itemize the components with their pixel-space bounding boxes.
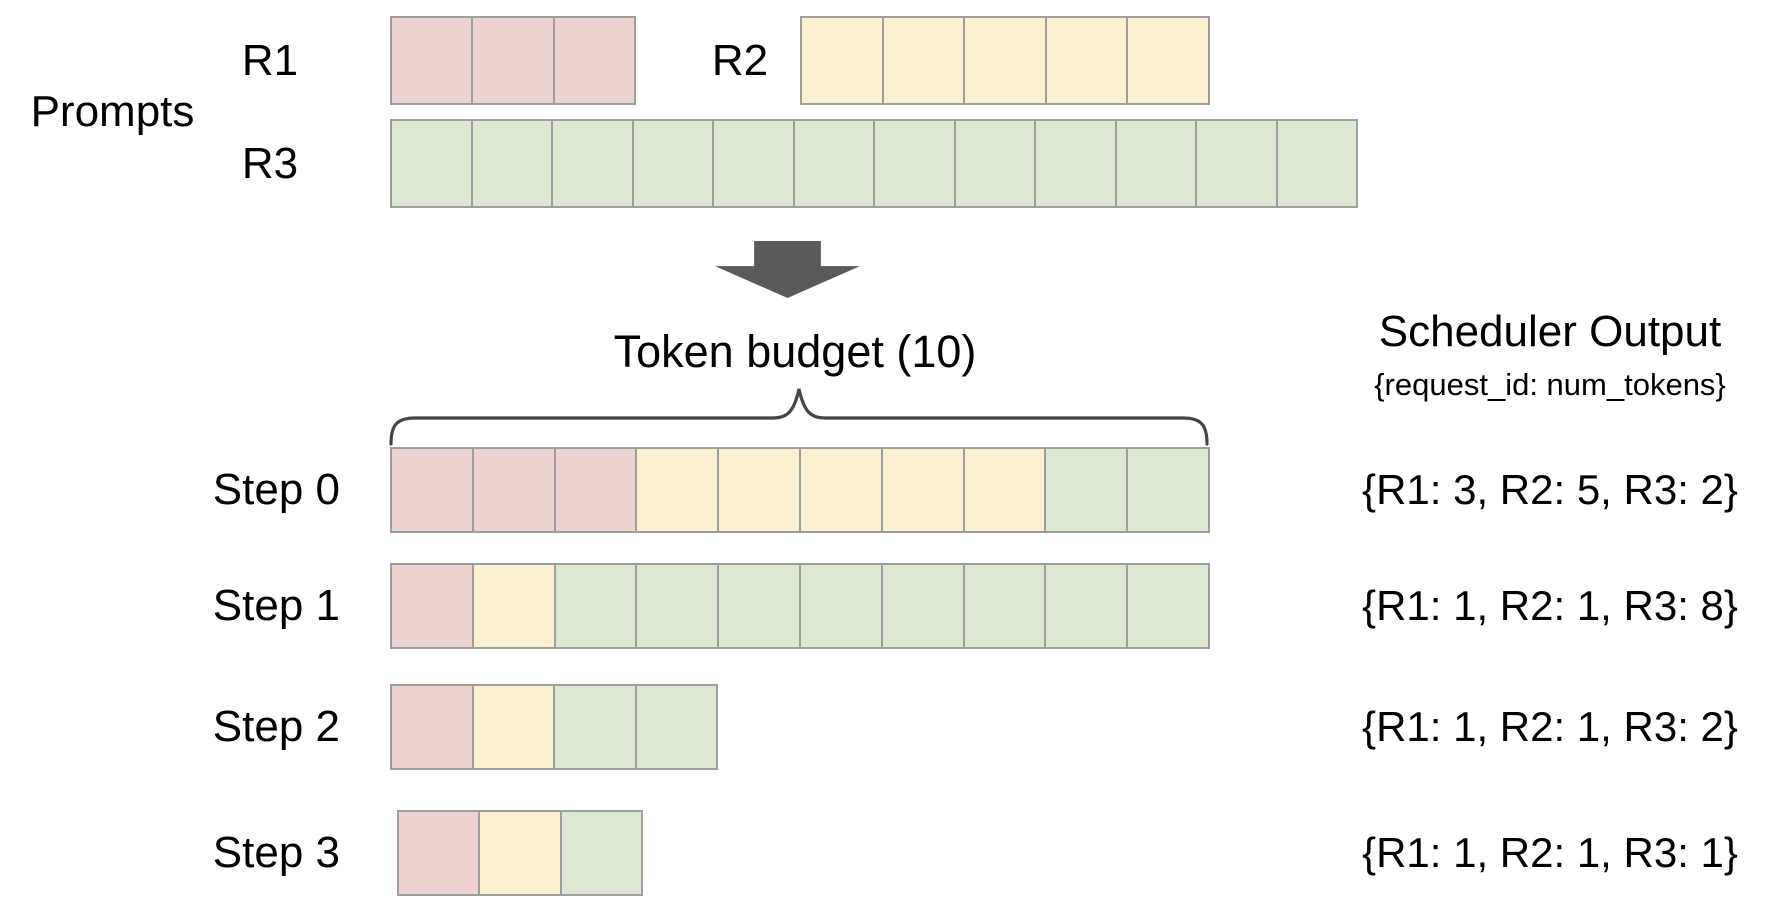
- prompt-label-r2: R2: [711, 35, 769, 85]
- step-3-token-cell-r2: [480, 812, 562, 894]
- step-0-token-cell-r1: [392, 449, 474, 531]
- step-0-token-cell-r1: [555, 449, 638, 531]
- step-0-token-cell-r2: [882, 449, 965, 531]
- prompt-r3-token-row: [390, 119, 1359, 208]
- prompt-r3-token-cell-r3: [1197, 121, 1278, 206]
- step-0-token-row: [390, 447, 1210, 533]
- step-2-token-cell-r3: [555, 686, 637, 768]
- step-1-token-cell-r3: [964, 565, 1047, 647]
- step-1-token-cell-r3: [637, 565, 720, 647]
- step-label-1: Step 1: [212, 581, 340, 630]
- step-3-token-cell-r3: [561, 812, 641, 894]
- step-1-token-cell-r3: [1046, 565, 1129, 647]
- prompt-r3-token-cell-r3: [1036, 121, 1117, 206]
- prompt-r3-token-cell-r3: [714, 121, 795, 206]
- step-1-token-row: [390, 563, 1210, 649]
- step-1-token-cell-r3: [800, 565, 883, 647]
- step-3-token-row: [397, 810, 643, 896]
- scheduler-output-step-1: {R1: 1, R2: 1, R3: 8}: [1362, 582, 1738, 629]
- step-0-token-cell-r1: [473, 449, 556, 531]
- scheduler-output-step-3: {R1: 1, R2: 1, R3: 1}: [1362, 829, 1738, 876]
- prompt-r3-token-cell-r3: [955, 121, 1037, 206]
- step-0-token-cell-r2: [719, 449, 801, 531]
- prompt-r3-token-cell-r3: [553, 121, 634, 206]
- step-2-token-cell-r2: [473, 686, 555, 768]
- step-2-token-cell-r3: [636, 686, 716, 768]
- step-0-token-cell-r2: [964, 449, 1047, 531]
- prompt-r2-token-row: [800, 16, 1210, 105]
- prompt-r1-token-cell-r1: [473, 18, 555, 103]
- prompt-r2-token-cell-r2: [1128, 18, 1208, 103]
- prompt-r1-token-cell-r1: [554, 18, 634, 103]
- step-0-token-cell-r2: [637, 449, 720, 531]
- step-2-token-row: [390, 684, 718, 770]
- prompt-r3-token-cell-r3: [794, 121, 876, 206]
- prompt-r2-token-cell-r2: [965, 18, 1047, 103]
- scheduler-output-step-2: {R1: 1, R2: 1, R3: 2}: [1362, 703, 1738, 750]
- step-label-0: Step 0: [212, 465, 340, 514]
- arrow-down-icon: [715, 241, 860, 298]
- prompt-r3-token-cell-r3: [1116, 121, 1198, 206]
- step-label-3: Step 3: [212, 828, 340, 877]
- step-2-token-cell-r1: [392, 686, 474, 768]
- step-1-token-cell-r3: [719, 565, 801, 647]
- step-0-token-cell-r3: [1128, 449, 1208, 531]
- prompt-r3-token-cell-r3: [1277, 121, 1357, 206]
- prompt-r3-token-cell-r3: [633, 121, 715, 206]
- scheduler-output-subtitle: {request_id: num_tokens}: [1374, 367, 1726, 402]
- prompt-r3-token-cell-r3: [392, 121, 473, 206]
- curly-brace-icon: [389, 388, 1209, 446]
- token-budget-label: Token budget (10): [613, 326, 977, 377]
- scheduler-output-title: Scheduler Output: [1378, 307, 1722, 356]
- step-3-token-cell-r1: [399, 812, 481, 894]
- step-0-token-cell-r3: [1046, 449, 1129, 531]
- prompt-r1-token-cell-r1: [392, 18, 474, 103]
- step-1-token-cell-r3: [882, 565, 965, 647]
- scheduler-output-step-0: {R1: 3, R2: 5, R3: 2}: [1362, 466, 1738, 513]
- step-1-token-cell-r3: [1128, 565, 1208, 647]
- prompt-label-r3: R3: [241, 138, 299, 188]
- step-0-token-cell-r2: [800, 449, 883, 531]
- step-1-token-cell-r3: [555, 565, 638, 647]
- prompt-r3-token-cell-r3: [875, 121, 956, 206]
- step-1-token-cell-r1: [392, 565, 474, 647]
- prompt-r2-token-cell-r2: [883, 18, 966, 103]
- step-1-token-cell-r2: [473, 565, 556, 647]
- prompts-section-label: Prompts: [30, 87, 195, 136]
- prompt-r1-token-row: [390, 16, 636, 105]
- step-label-2: Step 2: [212, 702, 340, 751]
- prompt-r2-token-cell-r2: [1046, 18, 1129, 103]
- prompt-r2-token-cell-r2: [802, 18, 884, 103]
- prompt-label-r1: R1: [241, 35, 299, 85]
- prompt-r3-token-cell-r3: [472, 121, 554, 206]
